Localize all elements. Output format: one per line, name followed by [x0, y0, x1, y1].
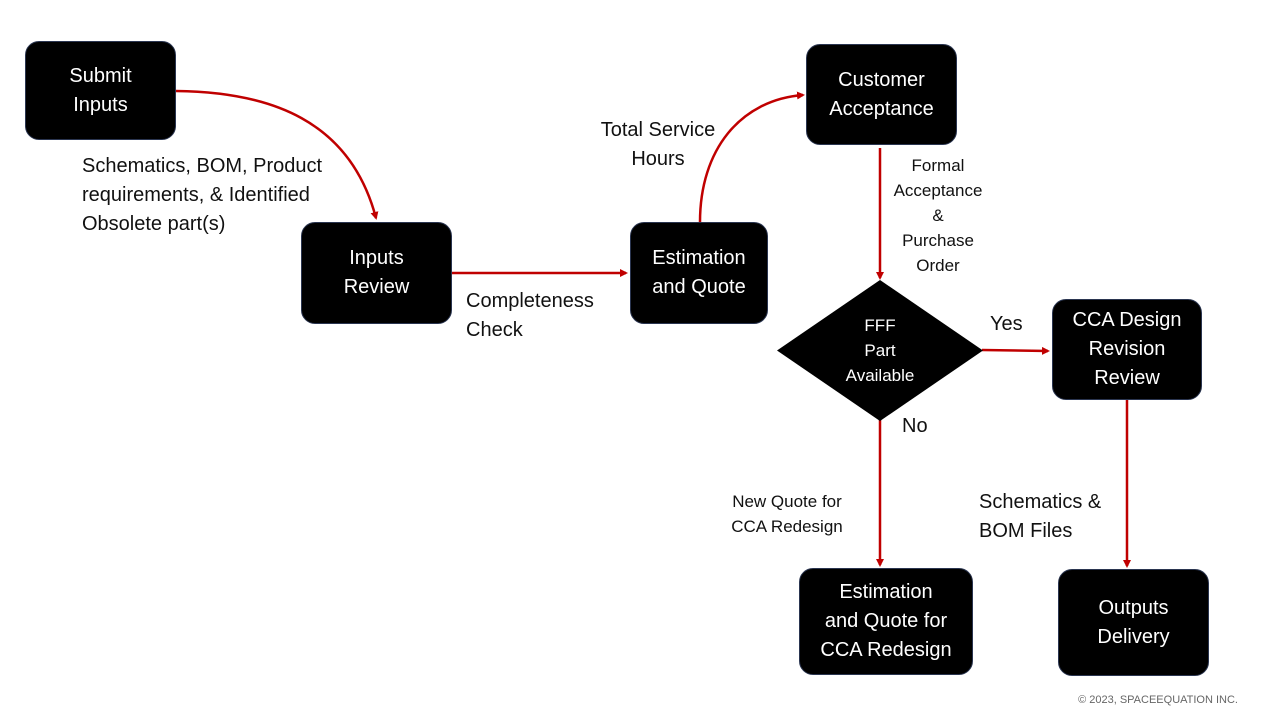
- node-submit-inputs: Submit Inputs: [25, 41, 176, 140]
- edge-estimate-to-acceptance: [698, 91, 805, 223]
- edge-label-total-service-hours: Total Service Hours: [600, 119, 716, 170]
- decision-diamond: FFF Part Available: [776, 280, 984, 421]
- node-estimation-quote-redesign: Estimation and Quote for CCA Redesign: [799, 568, 973, 675]
- diamond-shape: [777, 280, 983, 421]
- node-estimation-quote: Estimation and Quote: [630, 222, 768, 324]
- edge-label-yes: Yes: [990, 313, 1023, 335]
- edge-label-schematics-bom-files: Schematics & BOM Files: [979, 491, 1102, 542]
- node-inputs-review: Inputs Review: [301, 222, 452, 324]
- node-outputs-delivery: Outputs Delivery: [1058, 569, 1209, 676]
- edge-label-new-quote: New Quote for CCA Redesign: [731, 492, 843, 536]
- edge-label-no: No: [902, 415, 928, 437]
- node-cca-design-review: CCA Design Revision Review: [1052, 299, 1202, 400]
- copyright-notice: © 2023, SPACEEQUATION INC.: [1078, 694, 1238, 706]
- edge-decision-yes: [981, 346, 1050, 355]
- edge-label-submit-to-review: Schematics, BOM, Product requirements, &…: [82, 155, 323, 235]
- decision-label: FFF Part Available: [845, 316, 915, 385]
- edge-submit-to-review: [175, 89, 379, 220]
- node-customer-acceptance: Customer Acceptance: [806, 44, 957, 145]
- edge-label-formal-acceptance: Formal Acceptance & Purchase Order: [893, 156, 983, 275]
- edge-label-completeness-check: Completeness Check: [466, 290, 594, 341]
